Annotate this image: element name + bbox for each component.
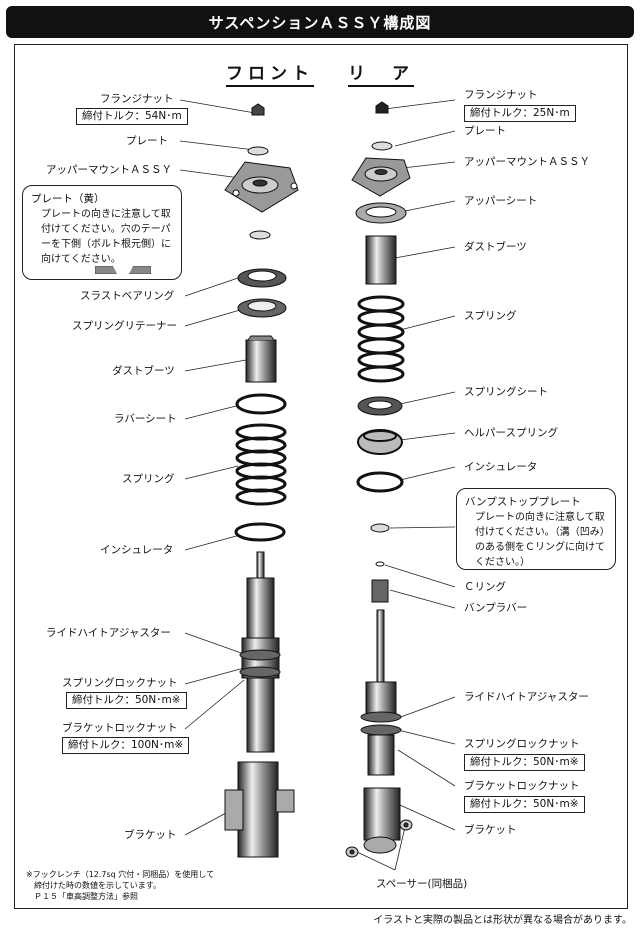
- rear-dust-boot-label: ダストブーツ: [464, 241, 527, 253]
- front-spring-lock-nut-label: スプリングロックナット: [62, 677, 178, 689]
- rear-flange-nut-torque: 締付トルク：25N･m: [464, 105, 576, 122]
- front-heading: フロント: [226, 64, 314, 87]
- rear-bracket: [363, 787, 401, 854]
- front-spring: [235, 423, 287, 506]
- front-thrust-bearing: [237, 268, 287, 288]
- rear-spacer-label: スペーサー(同梱品): [376, 878, 468, 890]
- plate-cross-section-icon: [95, 266, 151, 274]
- rear-bump-stop-plate: [370, 523, 390, 533]
- rear-bump-note: バンプストッププレート プレートの向きに注意して取付けてください。（溝（凹み）の…: [456, 488, 616, 570]
- page-title: サスペンションＡＳＳＹ構成図: [6, 6, 634, 38]
- leader-lines: [179, 99, 456, 871]
- front-plate-upper: [247, 146, 269, 156]
- rear-bump-note-body: プレートの向きに注意して取付けてください。（溝（凹み）のある側をＣリングに向けて…: [475, 512, 605, 568]
- front-bracket-lock-nut-torque: 締付トルク：100N･m※: [62, 737, 190, 754]
- front-bracket: [224, 761, 295, 858]
- diagram-frame: [14, 44, 628, 909]
- front-plate-label: プレート: [126, 135, 168, 147]
- front-spring-retainer-label: スプリングリテーナー: [72, 320, 177, 332]
- front-flange-nut-label: フランジナット: [100, 93, 174, 105]
- rear-upper-seat-label: アッパーシート: [464, 195, 538, 207]
- front-insulator-label: インシュレータ: [100, 544, 174, 556]
- front-upper-mount: [224, 161, 299, 213]
- rear-spring-lock-nut-label: スプリングロックナット: [464, 738, 580, 750]
- rear-spring-label: スプリング: [464, 310, 517, 322]
- rear-flange-nut-label: フランジナット: [464, 89, 538, 101]
- rear-bump-rubber: [371, 579, 389, 603]
- rear-bracket-lock-nut-torque: 締付トルク：50N･m※: [464, 796, 585, 813]
- front-ride-height-adjuster-label: ライドハイトアジャスター: [46, 627, 171, 639]
- footnote-line-3: Ｐ１５「車高調整方法」参照: [26, 892, 138, 901]
- front-plate-note-title: プレート（黄）: [31, 193, 105, 205]
- rear-spring-seat-label: スプリングシート: [464, 386, 548, 398]
- front-plate-note: プレート（黄） プレートの向きに注意して取付けてください。穴のテーパーを下側（ボ…: [22, 185, 182, 280]
- rear-plate-label: プレート: [464, 125, 506, 137]
- rear-spring-seat: [357, 396, 403, 416]
- rear-heading: リ ア: [348, 64, 414, 87]
- rear-bump-rubber-label: バンプラバー: [464, 602, 528, 614]
- front-dust-boot-label: ダストブーツ: [112, 365, 175, 377]
- rear-plate: [371, 141, 393, 151]
- front-insulator: [234, 522, 286, 542]
- rear-flange-nut: [375, 101, 389, 114]
- front-rubber-seat-label: ラバーシート: [114, 413, 177, 425]
- front-spring-label: スプリング: [122, 473, 175, 485]
- front-dust-boot: [245, 335, 277, 383]
- rear-spring: [357, 295, 405, 383]
- rear-bump-note-title: バンプストッププレート: [465, 496, 581, 508]
- footnote-line-1: ※フックレンチ（12.7sq 穴付・同梱品）を使用して: [26, 870, 215, 879]
- rear-upper-mount-label: アッパーマウントＡＳＳＹ: [464, 156, 590, 168]
- rear-insulator: [356, 471, 404, 493]
- rear-upper-seat: [355, 202, 407, 224]
- rear-c-ring: [375, 561, 385, 567]
- disclaimer: イラストと実際の製品とは形状が異なる場合があります。: [373, 915, 632, 926]
- front-bracket-label: ブラケット: [124, 829, 177, 841]
- front-plate-note-body: プレートの向きに注意して取付けてください。穴のテーパーを下側（ボルト根元側）に向…: [41, 209, 171, 265]
- rear-ride-height-adjuster-label: ライドハイトアジャスター: [464, 691, 589, 703]
- footnote-line-2: 締付けた時の数値を示しています。: [26, 881, 161, 890]
- front-flange-nut-torque: 締付トルク：54N･m: [76, 108, 188, 125]
- rear-helper-spring-label: ヘルパースプリング: [464, 427, 558, 439]
- front-spring-retainer: [237, 298, 287, 318]
- rear-upper-mount: [351, 157, 411, 197]
- front-spring-lock-nut-torque: 締付トルク：50N･m※: [66, 692, 187, 709]
- rear-insulator-label: インシュレータ: [464, 461, 538, 473]
- front-plate-lower: [249, 230, 271, 240]
- front-upper-mount-label: アッパーマウントＡＳＳＹ: [46, 164, 172, 176]
- front-thrust-bearing-label: スラストベアリング: [80, 290, 175, 302]
- front-flange-nut: [251, 103, 265, 116]
- front-rubber-seat: [235, 393, 287, 415]
- rear-damper: [360, 609, 402, 776]
- rear-c-ring-label: Ｃリング: [464, 581, 506, 593]
- rear-spring-lock-nut-torque: 締付トルク：50N･m※: [464, 754, 585, 771]
- rear-bracket-lock-nut-label: ブラケットロックナット: [464, 780, 580, 792]
- rear-bracket-label: ブラケット: [464, 824, 517, 836]
- rear-dust-boot: [365, 235, 397, 285]
- rear-helper-spring: [357, 429, 403, 455]
- front-bracket-lock-nut-label: ブラケットロックナット: [62, 722, 178, 734]
- front-damper: [239, 551, 281, 753]
- rear-spacers: [345, 819, 413, 858]
